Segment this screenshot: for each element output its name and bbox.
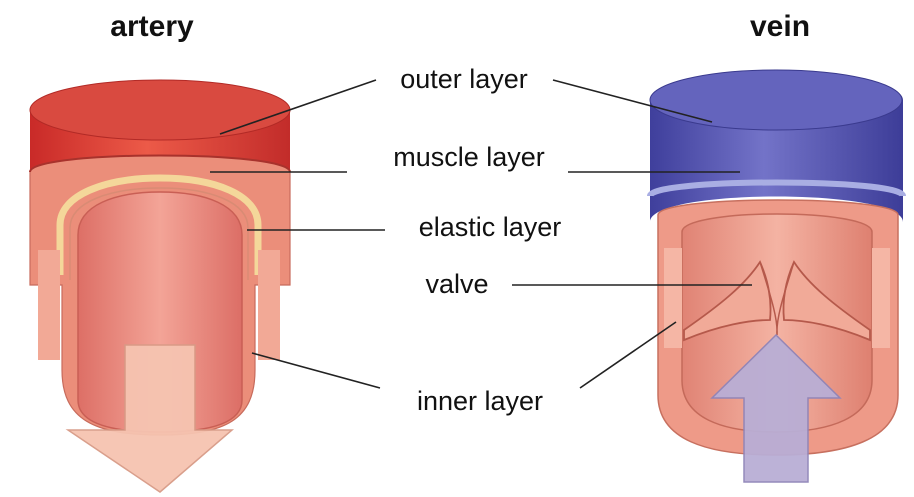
artery-outer-rim: [30, 80, 290, 140]
artery-cut-face-right: [258, 250, 280, 360]
vein-outer-rim: [650, 70, 902, 130]
vein-illustration: [650, 70, 903, 482]
vein-cut-face-right: [872, 248, 890, 348]
artery-illustration: [30, 80, 290, 492]
label-elastic-layer: elastic layer: [419, 212, 562, 242]
leader-inner-artery: [252, 353, 380, 388]
artery-cut-face-left: [38, 250, 60, 360]
label-valve: valve: [425, 269, 488, 299]
label-muscle-layer: muscle layer: [393, 142, 545, 172]
vein-title: vein: [750, 10, 810, 43]
artery-title: artery: [110, 10, 194, 43]
label-inner-layer: inner layer: [417, 386, 543, 416]
vein-cut-face-left: [664, 248, 682, 348]
label-outer-layer: outer layer: [400, 64, 528, 94]
